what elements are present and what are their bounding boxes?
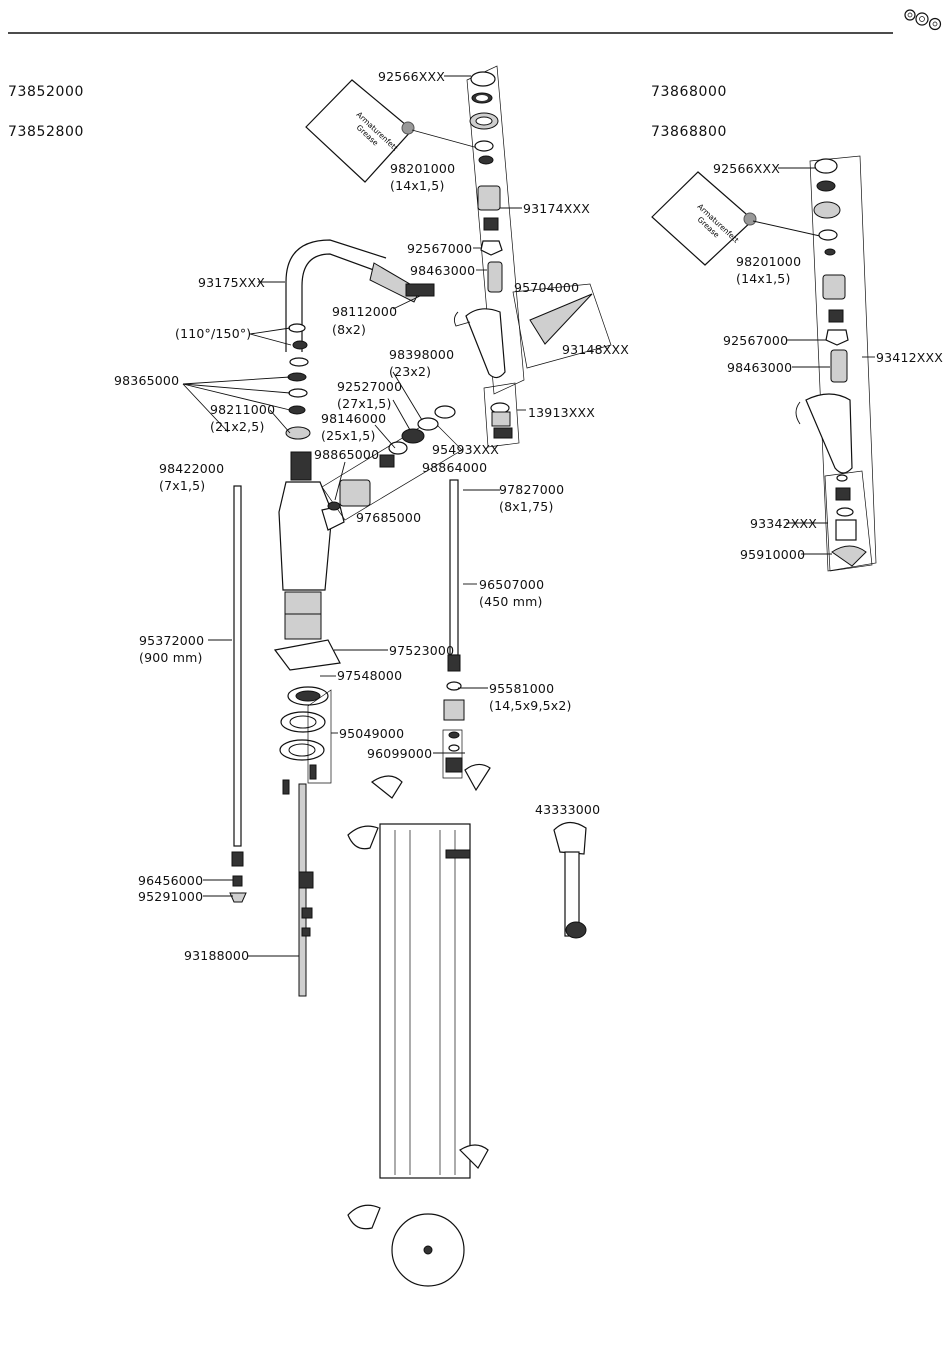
part-label: (23x2) [389,364,432,379]
model-number-left-1: 73852000 [8,84,85,100]
part-label: 93175XXX [198,275,266,290]
part-label: 98864000 [422,460,488,475]
part-label: 98463000 [410,263,476,278]
part-label: 95372000 [139,633,205,648]
part-label: 93412XXX [876,350,944,365]
part-label: 95704000 [514,280,580,295]
part-label: 97548000 [337,668,403,683]
part-label: 95493XXX [432,442,500,457]
part-label: 93148XXX [562,342,630,357]
part-label: 93342XXX [750,516,818,531]
part-label: 93174XXX [523,201,591,216]
part-label: 92566XXX [713,161,781,176]
part-label: 97827000 [499,482,565,497]
part-label: (900 mm) [139,650,203,665]
part-label: 98201000 [736,254,802,269]
part-label: (14x1,5) [390,178,445,193]
part-label: 92527000 [337,379,403,394]
part-label: (8x2) [332,322,367,337]
part-label: 98146000 [321,411,387,426]
part-label: 13913XXX [528,405,596,420]
part-label: 98422000 [159,461,225,476]
part-label: 43333000 [535,802,601,817]
part-label: (14x1,5) [736,271,791,286]
part-label: 92567000 [407,241,473,256]
part-label: 93188000 [184,948,250,963]
part-label: (21x2,5) [210,419,265,434]
model-number-right-2: 73868800 [651,124,728,140]
part-label: (14,5x9,5x2) [489,698,572,713]
part-label: 98865000 [314,447,380,462]
part-label: 96099000 [367,746,433,761]
part-label: 98201000 [390,161,456,176]
part-label: 98112000 [332,304,398,319]
part-label: (8x1,75) [499,499,554,514]
part-label: 98365000 [114,373,180,388]
part-label: (7x1,5) [159,478,206,493]
leader-lines [182,75,875,957]
model-number-left-2: 73852800 [8,124,85,140]
part-label: (25x1,5) [321,428,376,443]
part-label: 96507000 [479,577,545,592]
part-label: 95049000 [339,726,405,741]
grease-packet-right [651,171,821,266]
part-label: 98211000 [210,402,276,417]
part-label: 95291000 [138,889,204,904]
model-number-right-1: 73868000 [651,84,728,100]
part-label: 98463000 [727,360,793,375]
spare-parts-icon [904,9,942,31]
part-label: (27x1,5) [337,396,392,411]
part-label: 95581000 [489,681,555,696]
part-label: 97685000 [356,510,422,525]
part-label: 98398000 [389,347,455,362]
part-label: (110°/150°) [175,326,252,341]
part-label: 95910000 [740,547,806,562]
grease-packet-left [305,79,479,183]
part-label: 92566XXX [378,69,446,84]
part-label: 96456000 [138,873,204,888]
part-label: (450 mm) [479,594,543,609]
part-label: 97523000 [389,643,455,658]
part-label: 92567000 [723,333,789,348]
